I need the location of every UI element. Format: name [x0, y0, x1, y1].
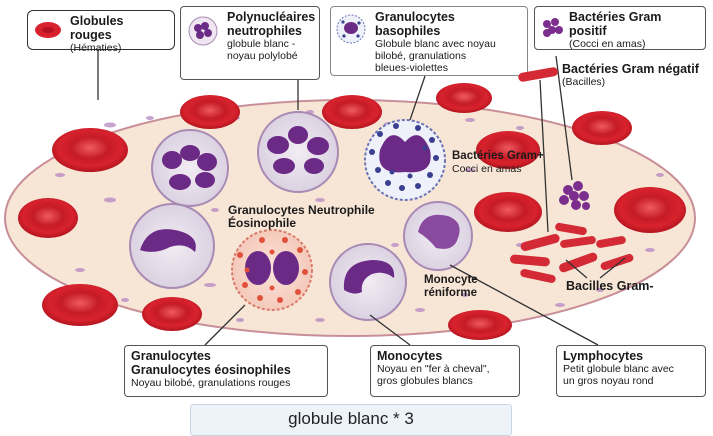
label-bacilles: Bacilles Gram- — [566, 279, 654, 293]
monocyte-cell — [330, 244, 406, 320]
red-blood-cell — [180, 95, 240, 129]
legend-baso-title: Granulocytes basophiles — [375, 10, 521, 38]
legend-eosino-title-2: Granulocytes éosinophiles — [131, 363, 321, 377]
red-blood-cell — [42, 284, 118, 326]
red-blood-cell — [52, 128, 128, 172]
legend-neutro-sub-2: noyau polylobé — [227, 50, 313, 62]
red-blood-cell — [614, 187, 686, 233]
legend-lympho-sub-1: Petit globule blanc avec — [563, 363, 699, 375]
legend-neutro-title-1: Polynucléaires — [227, 10, 313, 24]
red-blood-cell — [322, 95, 382, 129]
red-blood-cell-icon — [34, 21, 62, 39]
legend-neutro-sub-1: globule blanc - — [227, 38, 313, 50]
legend-gram-negative: Bactéries Gram négatif (Bacilles) — [516, 62, 712, 102]
neutrophil-icon — [187, 15, 219, 47]
legend-monocytes: Monocytes Noyau en "fer à cheval", gros … — [370, 345, 520, 397]
legend-gram-neg-sub: (Bacilles) — [562, 76, 712, 88]
legend-gram-pos-sub: (Cocci en amas) — [569, 38, 699, 50]
label-gram-plus-1: Bactéries Gram+ — [452, 150, 544, 163]
red-blood-cell — [142, 297, 202, 331]
eosinophil-cell — [232, 230, 312, 310]
legend-gram-neg-title: Bactéries Gram négatif — [562, 62, 712, 76]
figure-caption: globule blanc * 3 — [190, 404, 512, 436]
bacillus-icon — [516, 66, 560, 82]
red-blood-cell — [18, 198, 78, 238]
legend-red-blood-cells: Globules rouges (Hématies) — [27, 10, 175, 50]
label-mono-reni-1: Monocyte — [424, 274, 478, 287]
legend-neutro-title-2: neutrophiles — [227, 24, 313, 38]
cocci-icon — [539, 15, 565, 41]
legend-basophils: Granulocytes basophiles Globule blanc av… — [330, 6, 528, 76]
red-blood-cell — [448, 310, 512, 340]
neutrophil-cell — [258, 112, 338, 192]
legend-gram-positive: Bactéries Gram positif (Cocci en amas) — [534, 6, 706, 50]
legend-mono-sub-2: gros globules blancs — [377, 375, 513, 387]
legend-lymphocytes: Lymphocytes Petit globule blanc avec un … — [556, 345, 706, 397]
legend-neutrophils: Polynucléaires neutrophiles globule blan… — [180, 6, 320, 80]
label-granulocytes-neutrophile: Granulocytes Neutrophile Éosinophile — [228, 204, 375, 230]
red-blood-cell — [474, 192, 542, 232]
red-blood-cell — [436, 83, 492, 113]
label-gran-neutro-2: Éosinophile — [228, 217, 375, 230]
label-bacilles-gram-neg: Bacilles Gram- — [566, 280, 654, 293]
reniform-monocyte-cell — [404, 202, 472, 270]
label-monocyte-reniforme: Monocyte réniforme — [424, 274, 478, 300]
label-gram-plus: Bactéries Gram+ Cocci en amas — [452, 150, 544, 176]
legend-eosino-title-1: Granulocytes — [131, 349, 321, 363]
legend-mono-sub-1: Noyau en "fer à cheval", — [377, 363, 513, 375]
legend-baso-sub-1: Globule blanc avec noyau — [375, 38, 521, 50]
legend-rbc-sub: (Hématies) — [70, 42, 168, 54]
legend-mono-title: Monocytes — [377, 349, 513, 363]
legend-baso-sub-3: bleues-violettes — [375, 62, 521, 74]
legend-lympho-title: Lymphocytes — [563, 349, 699, 363]
basophil-icon — [335, 13, 367, 45]
legend-baso-sub-2: bilobé, granulations — [375, 50, 521, 62]
legend-eosino-sub: Noyau bilobé, granulations rouges — [131, 377, 321, 389]
legend-rbc-title: Globules rouges — [70, 14, 168, 42]
legend-lympho-sub-2: un gros noyau rond — [563, 375, 699, 387]
red-blood-cell — [572, 111, 632, 145]
legend-gram-pos-title: Bactéries Gram positif — [569, 10, 699, 38]
legend-eosinophils: Granulocytes Granulocytes éosinophiles N… — [124, 345, 328, 397]
label-gram-plus-2: Cocci en amas — [452, 163, 544, 176]
monocyte-cell — [130, 204, 214, 288]
label-mono-reni-2: réniforme — [424, 287, 478, 300]
neutrophil-cell — [152, 130, 228, 206]
basophil-cell — [365, 120, 445, 200]
